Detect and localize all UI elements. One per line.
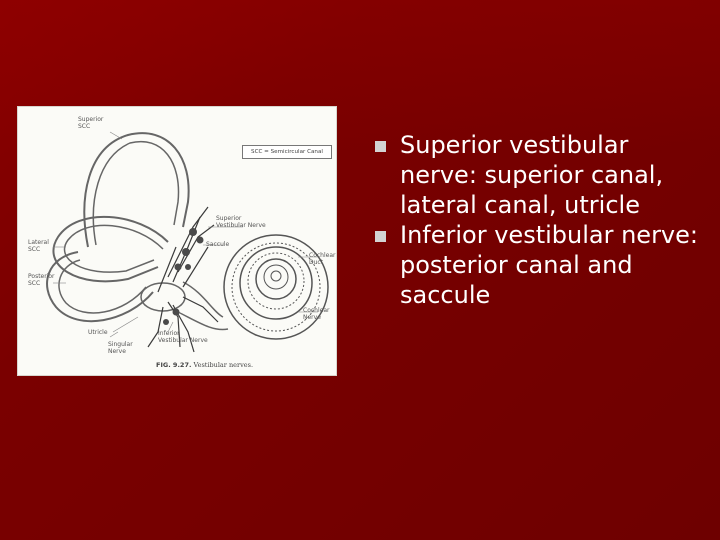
label-utricle: Utricle bbox=[88, 329, 108, 336]
figure-caption: FIG. 9.27. Vestibular nerves. bbox=[156, 361, 253, 369]
label-inferior-vestibular-nerve: Inferior Vestibular Nerve bbox=[158, 330, 208, 344]
posterior-canal bbox=[46, 251, 154, 323]
caption-number: FIG. 9.27. bbox=[156, 361, 192, 369]
utricle-shape bbox=[140, 282, 186, 312]
square-bullet-icon bbox=[375, 231, 386, 242]
scc-legend: SCC = Semicircular Canal bbox=[242, 145, 332, 159]
label-cochlear-nerve: Cochlear Nerve bbox=[303, 307, 330, 321]
label-lateral-scc: Lateral SCC bbox=[28, 239, 49, 253]
square-bullet-icon bbox=[375, 141, 386, 152]
cochlea bbox=[223, 234, 329, 340]
label-saccule: Saccule bbox=[206, 241, 230, 248]
bullet-text: Inferior vestibular nerve: posterior can… bbox=[400, 221, 698, 309]
caption-text: Vestibular nerves. bbox=[193, 361, 254, 369]
superior-canal bbox=[83, 132, 190, 248]
lateral-canal bbox=[52, 216, 169, 283]
vestibular-nerve-figure: Superior SCC SCC = Semicircular Canal Su… bbox=[18, 107, 336, 375]
label-singular-nerve: Singular Nerve bbox=[108, 341, 133, 355]
inner-ear-drawing bbox=[46, 131, 329, 353]
nerve-branches bbox=[147, 206, 219, 353]
bullet-item-superior: Superior vestibular nerve: superior cana… bbox=[375, 130, 705, 220]
label-superior-scc: Superior SCC bbox=[78, 116, 104, 130]
bullet-item-inferior: Inferior vestibular nerve: posterior can… bbox=[375, 220, 705, 310]
label-cochlear-duct: Cochlear Duct bbox=[309, 252, 336, 266]
bullet-list: Superior vestibular nerve: superior cana… bbox=[375, 130, 705, 310]
nerve-ganglia bbox=[163, 228, 204, 325]
label-posterior-scc: Posterior SCC bbox=[28, 273, 55, 287]
bullet-text: Superior vestibular nerve: superior cana… bbox=[400, 131, 664, 219]
label-superior-vestibular-nerve: Superior Vestibular Nerve bbox=[216, 215, 266, 229]
